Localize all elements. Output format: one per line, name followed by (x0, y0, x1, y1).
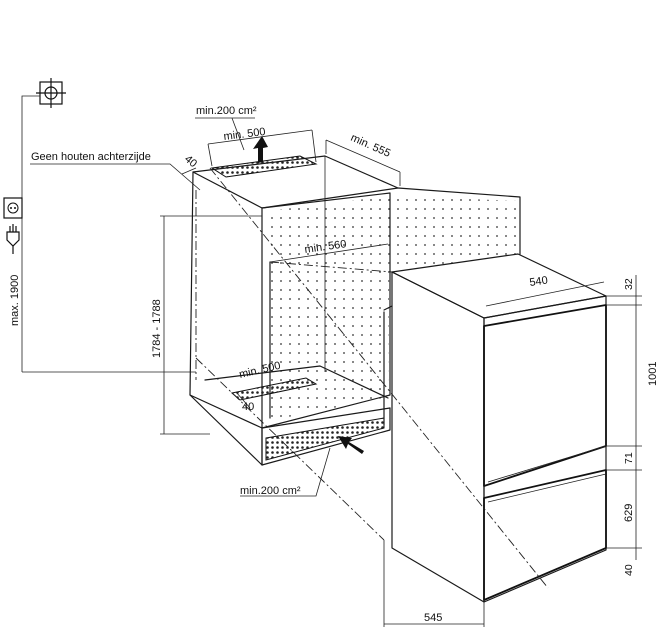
cavity-height-label: 1784 - 1788 (151, 299, 163, 358)
vent-top-area-label: min.200 cm² (196, 105, 257, 117)
cavity-depth-top-label: min. 555 (349, 132, 392, 160)
fridge (383, 253, 607, 603)
cabinet-back-wall (268, 196, 390, 421)
cavity-inner-width-label: min. 560 (304, 238, 347, 256)
top-vent-grille (210, 136, 318, 178)
lower-door-height-label: 629 (623, 504, 635, 522)
cabinet (189, 155, 521, 466)
airflow-diagonal-arrow (338, 436, 364, 454)
lower-door (483, 469, 607, 601)
top-depth-label: 40 (182, 153, 199, 170)
vent-bottom-area-label: min.200 cm² (240, 485, 301, 497)
plinth-vent-grille (265, 417, 385, 461)
alignment-lines (195, 167, 549, 589)
door-gap-label: 71 (623, 452, 635, 464)
fridge-top-gap-label: 32 (623, 278, 635, 290)
upper-door-height-label: 1001 (647, 362, 656, 386)
power-plug-icon (6, 224, 20, 254)
wall-behind-fridge (390, 196, 520, 272)
fridge-depth-label: 545 (424, 612, 442, 624)
dimension-lines (30, 117, 642, 627)
vent-top-width-label: min. 500 (223, 126, 266, 143)
ground-terminal-icon (36, 78, 66, 108)
power-socket-icon (3, 197, 23, 219)
airflow-up-arrow (253, 136, 268, 163)
bottom-gap-label: 40 (623, 564, 635, 576)
fridge-width-label: 540 (529, 275, 549, 289)
cabinet-side (189, 171, 263, 466)
socket-height-label: max. 1900 (9, 275, 21, 326)
bottom-depth-label: 40 (242, 401, 254, 413)
upper-door (483, 304, 607, 487)
no-wood-back-label: Geen houten achterzijde (31, 151, 151, 163)
